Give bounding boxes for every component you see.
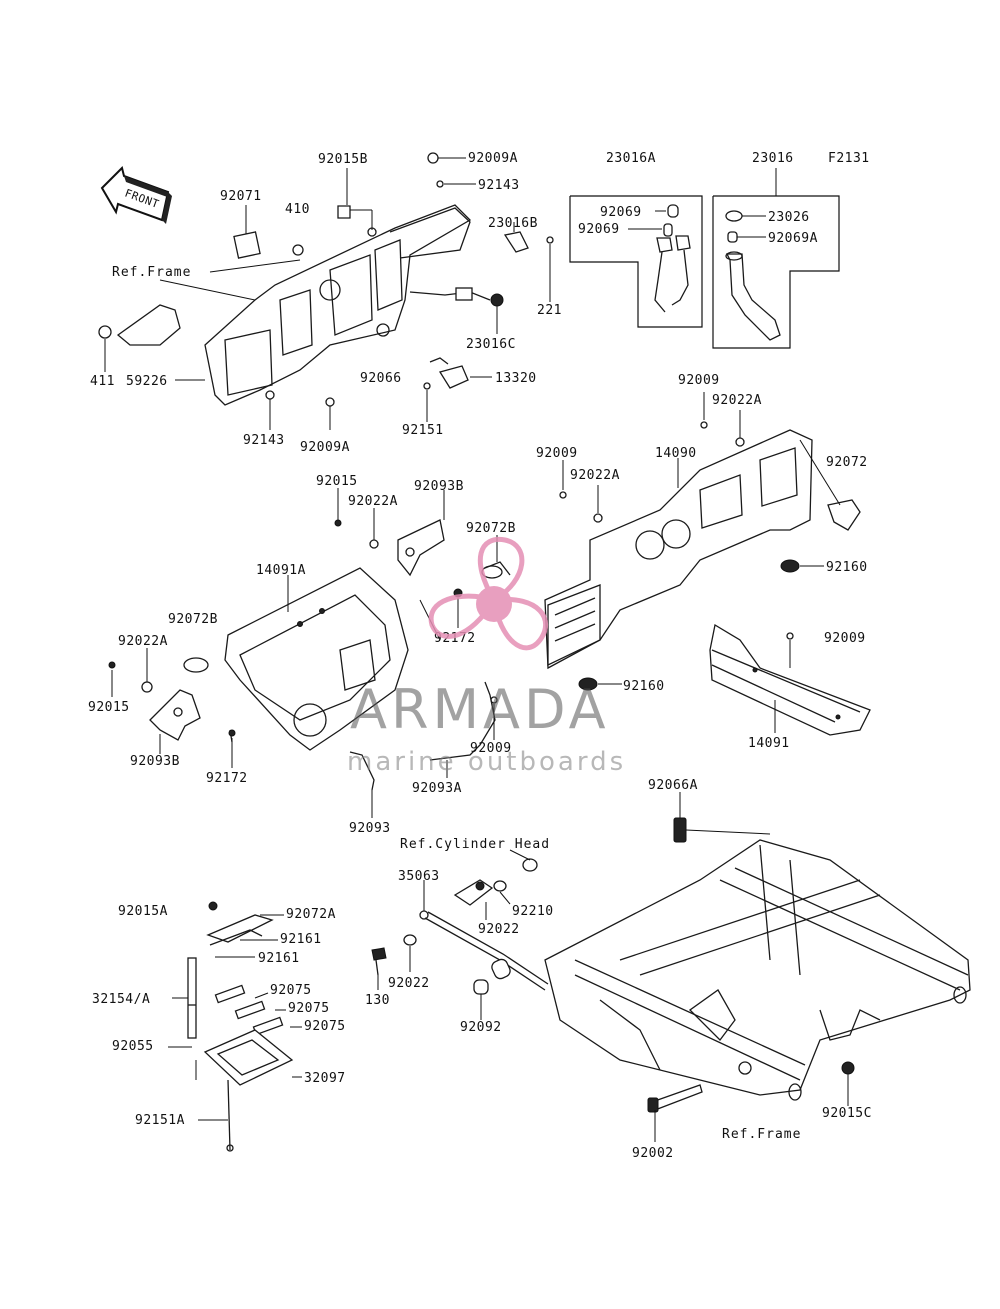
part-23016: 23016 (752, 151, 794, 166)
bottom-left-leaders (168, 914, 302, 1121)
tray-14091 (709, 623, 871, 736)
part-92009-r1: 92009 (678, 373, 720, 388)
part-92069-a: 92069 (600, 205, 642, 220)
part-32097: 32097 (304, 1071, 346, 1086)
part-92009-r2: 92009 (536, 446, 578, 461)
part-92072: 92072 (826, 455, 868, 470)
part-92022A-mid: 92022A (348, 494, 398, 509)
battery-holder-assembly (187, 901, 294, 1152)
part-92093A: 92093A (412, 781, 462, 796)
part-92075-b: 92075 (288, 1001, 330, 1016)
part-92151A: 92151A (135, 1113, 185, 1128)
ref-frame-bottom: Ref.Frame (722, 1127, 801, 1142)
part-92069-b: 92069 (578, 222, 620, 237)
main-frame (544, 817, 971, 1113)
part-221: 221 (537, 303, 562, 318)
part-23026: 23026 (768, 210, 810, 225)
part-92160-b: 92160 (623, 679, 665, 694)
part-92022A-r2: 92022A (570, 468, 620, 483)
part-14091A: 14091A (256, 563, 306, 578)
front-arrow-icon: FRONT (100, 166, 172, 224)
ref-frame-top: Ref.Frame (112, 265, 191, 280)
part-92066: 92066 (360, 371, 402, 386)
part-32154A: 32154/A (92, 992, 150, 1007)
part-35063: 35063 (398, 869, 440, 884)
part-92015-left: 92015 (88, 700, 130, 715)
rod-leaders (377, 849, 531, 1020)
part-92210: 92210 (512, 904, 554, 919)
part-92009-r3: 92009 (824, 631, 866, 646)
part-92069A: 92069A (768, 231, 818, 246)
part-92015C: 92015C (822, 1106, 872, 1121)
part-92022-a: 92022 (478, 922, 520, 937)
part-23016A: 23016A (606, 151, 656, 166)
part-92066A: 92066A (648, 778, 698, 793)
part-92071: 92071 (220, 189, 262, 204)
part-92072B-mid: 92072B (466, 521, 516, 536)
part-130: 130 (365, 993, 390, 1008)
harness-23016A-box (569, 195, 703, 328)
part-92009A-bottom: 92009A (300, 440, 350, 455)
part-92143-top: 92143 (478, 178, 520, 193)
part-23016B: 23016B (488, 216, 538, 231)
part-410: 410 (285, 202, 310, 217)
part-92015-mid: 92015 (316, 474, 358, 489)
rear-panel-14090 (544, 421, 861, 691)
right-panel-leaders (562, 392, 841, 685)
part-92075-a: 92075 (270, 983, 312, 998)
part-92022-b: 92022 (388, 976, 430, 991)
part-92022A-r1: 92022A (712, 393, 762, 408)
part-92009-mid: 92009 (470, 741, 512, 756)
part-23016C: 23016C (466, 337, 516, 352)
part-92022A-left: 92022A (118, 634, 168, 649)
top-left-leaders (104, 157, 551, 430)
part-411: 411 (90, 374, 115, 389)
watermark-title: ARMADA (350, 678, 610, 741)
part-92015A: 92015A (118, 904, 168, 919)
part-92055: 92055 (112, 1039, 154, 1054)
part-92143-bottom: 92143 (243, 433, 285, 448)
main-frame-leaders (654, 792, 849, 1142)
rod-35063 (371, 858, 549, 995)
part-59226: 59226 (126, 374, 168, 389)
part-13320: 13320 (495, 371, 537, 386)
part-92072B-left: 92072B (168, 612, 218, 627)
watermark-subtitle: marine outboards (347, 747, 626, 777)
part-92172-left: 92172 (206, 771, 248, 786)
figure-code: F2131 (828, 151, 870, 166)
part-92002: 92002 (632, 1146, 674, 1161)
part-92072A: 92072A (286, 907, 336, 922)
part-92075-c: 92075 (304, 1019, 346, 1034)
part-92161-b: 92161 (258, 951, 300, 966)
tray-14091A (108, 519, 511, 791)
part-92093: 92093 (349, 821, 391, 836)
ref-cylinder-head: Ref.Cylinder Head (400, 837, 550, 852)
propeller-logo-icon (428, 536, 549, 651)
part-92161-a: 92161 (280, 932, 322, 947)
part-92151: 92151 (402, 423, 444, 438)
part-14090: 14090 (655, 446, 697, 461)
part-92015B: 92015B (318, 152, 368, 167)
part-92093B-mid: 92093B (414, 479, 464, 494)
front-panel-assembly (98, 152, 554, 407)
part-92093B-left: 92093B (130, 754, 180, 769)
part-14091: 14091 (748, 736, 790, 751)
armada-watermark: ARMADA marine outboards (347, 536, 626, 777)
part-92092: 92092 (460, 1020, 502, 1035)
part-92160-a: 92160 (826, 560, 868, 575)
part-92009A-top: 92009A (468, 151, 518, 166)
